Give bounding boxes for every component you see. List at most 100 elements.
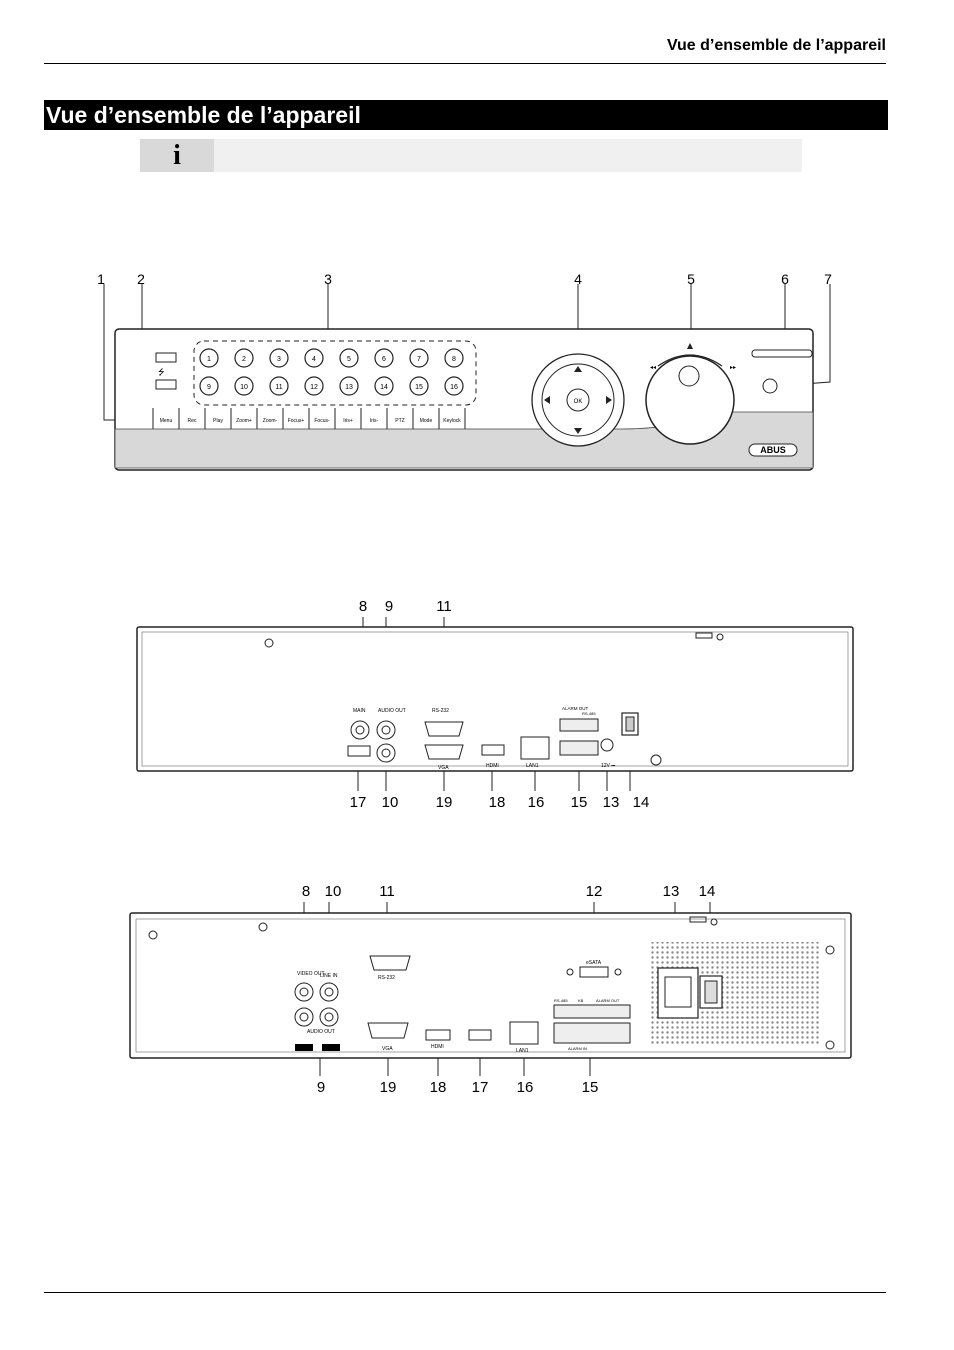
channel-button-label: 9 (207, 384, 211, 391)
callout-12: 12 (586, 883, 603, 900)
channel-button-label: 11 (275, 384, 282, 391)
function-button-label: Zoom- (263, 418, 278, 424)
callout-2: 2 (137, 271, 145, 287)
callout-10: 10 (325, 883, 342, 900)
callout-10: 10 (382, 794, 399, 811)
channel-button-label: 14 (380, 384, 388, 391)
callout-8: 8 (359, 598, 367, 615)
callout-9: 9 (385, 598, 393, 615)
callout-5: 5 (687, 271, 695, 287)
callout-19: 19 (436, 794, 453, 811)
lan-label-2: LAN1 (516, 1048, 529, 1054)
callout-3: 3 (324, 271, 332, 287)
callout-14: 14 (633, 794, 650, 811)
usb-icon: ⭍ (158, 368, 165, 377)
header-rule (44, 63, 886, 64)
channel-button (409, 376, 429, 396)
callout-15: 15 (582, 1079, 599, 1096)
channel-button (374, 348, 394, 368)
esata-label: eSATA (586, 960, 602, 966)
channel-button (304, 376, 324, 396)
audio-out-label: AUDIO OUT (378, 708, 406, 714)
channel-button-label: 6 (382, 356, 386, 363)
main-label: MAIN (353, 708, 366, 714)
channel-button (269, 376, 289, 396)
function-button-label: Iris- (370, 418, 379, 424)
callout-14: 14 (699, 883, 716, 900)
callout-11: 11 (379, 883, 395, 900)
function-button-label: Rec (188, 418, 197, 424)
callout-9: 9 (317, 1079, 325, 1096)
channel-button (269, 348, 289, 368)
rs485-label-2: RS-485 (554, 998, 568, 1003)
channel-button-label: 13 (345, 384, 353, 391)
vga-label: VGA (438, 765, 449, 771)
ok-label: OK (574, 399, 583, 405)
info-note-box: i (140, 139, 802, 172)
hdmi-label: HDMI (486, 763, 499, 769)
function-button-label: Zoom+ (236, 418, 252, 424)
channel-button (199, 376, 219, 396)
channel-button (444, 376, 464, 396)
channel-button (234, 376, 254, 396)
rear-panel-2-figure: 8 10 11 12 13 14 9 19 18 17 16 15 VIDEO OUT LINE IN… (129, 883, 852, 1096)
function-button-label: Mode (420, 418, 433, 424)
callout-16: 16 (528, 794, 545, 811)
rs232-label: RS-232 (432, 708, 449, 714)
alarm-out-label: ALARM OUT (562, 706, 589, 711)
channel-button-label: 10 (240, 384, 248, 391)
callout-1: 1 (97, 271, 105, 287)
alarm-out-label-2: ALARM OUT (596, 998, 620, 1003)
page-header-title: Vue d’ensemble de l’appareil (666, 37, 886, 54)
function-buttons: Menu Rec Play Zoom+ Zoom- Focus+ Focus- Iris+ Ir… (152, 408, 466, 429)
channel-button (409, 348, 429, 368)
section-title: Vue d’ensemble de l’appareil (44, 100, 888, 130)
function-button-label: Focus- (314, 418, 330, 424)
hdmi-label-2: HDMI (431, 1044, 444, 1050)
vga-label-2: VGA (382, 1046, 393, 1052)
info-icon: i (140, 139, 214, 172)
callout-13: 13 (603, 794, 620, 811)
channel-button-label: 2 (242, 356, 246, 363)
function-button-label: Iris+ (343, 418, 353, 424)
channel-button-label: 5 (347, 356, 351, 363)
callout-17: 17 (472, 1079, 489, 1096)
svg-text:◂◂: ◂◂ (650, 365, 656, 371)
channel-button-label: 8 (452, 356, 456, 363)
channel-button (339, 376, 359, 396)
channel-button-label: 3 (277, 356, 281, 363)
brand-logo: ABUS (760, 445, 786, 455)
audio-out-label-2: AUDIO OUT (307, 1029, 335, 1035)
function-button-label: Play (213, 418, 223, 424)
function-button-label: Keylock (443, 418, 461, 424)
rs485-label: RS-485 (582, 711, 596, 716)
function-button-label: Focus+ (288, 418, 305, 424)
callout-17: 17 (350, 794, 367, 811)
channel-button-label: 12 (310, 384, 318, 391)
callout-13: 13 (663, 883, 680, 900)
callout-8: 8 (302, 883, 310, 900)
callout-19: 19 (380, 1079, 397, 1096)
callout-18: 18 (430, 1079, 447, 1096)
alarm-in-label: ALARM IN (568, 1046, 587, 1051)
power-label: 12V ⎓ (601, 763, 615, 769)
channel-button-label: 16 (450, 384, 458, 391)
line-in-label: LINE IN (320, 973, 338, 979)
channel-button-label: 15 (415, 384, 423, 391)
channel-button-label: 7 (417, 356, 421, 363)
video-out-label: VIDEO OUT (297, 971, 325, 977)
callout-4: 4 (574, 271, 582, 287)
channel-button (199, 348, 219, 368)
function-button-label: PTZ (395, 418, 404, 424)
function-button-label: Menu (160, 418, 173, 424)
footer-rule (44, 1292, 886, 1293)
channel-button-label: 1 (207, 356, 211, 363)
callout-16: 16 (517, 1079, 534, 1096)
channel-button (444, 348, 464, 368)
svg-text:▸▸: ▸▸ (730, 365, 736, 371)
channel-button-label: 4 (312, 356, 316, 363)
channel-button (304, 348, 324, 368)
